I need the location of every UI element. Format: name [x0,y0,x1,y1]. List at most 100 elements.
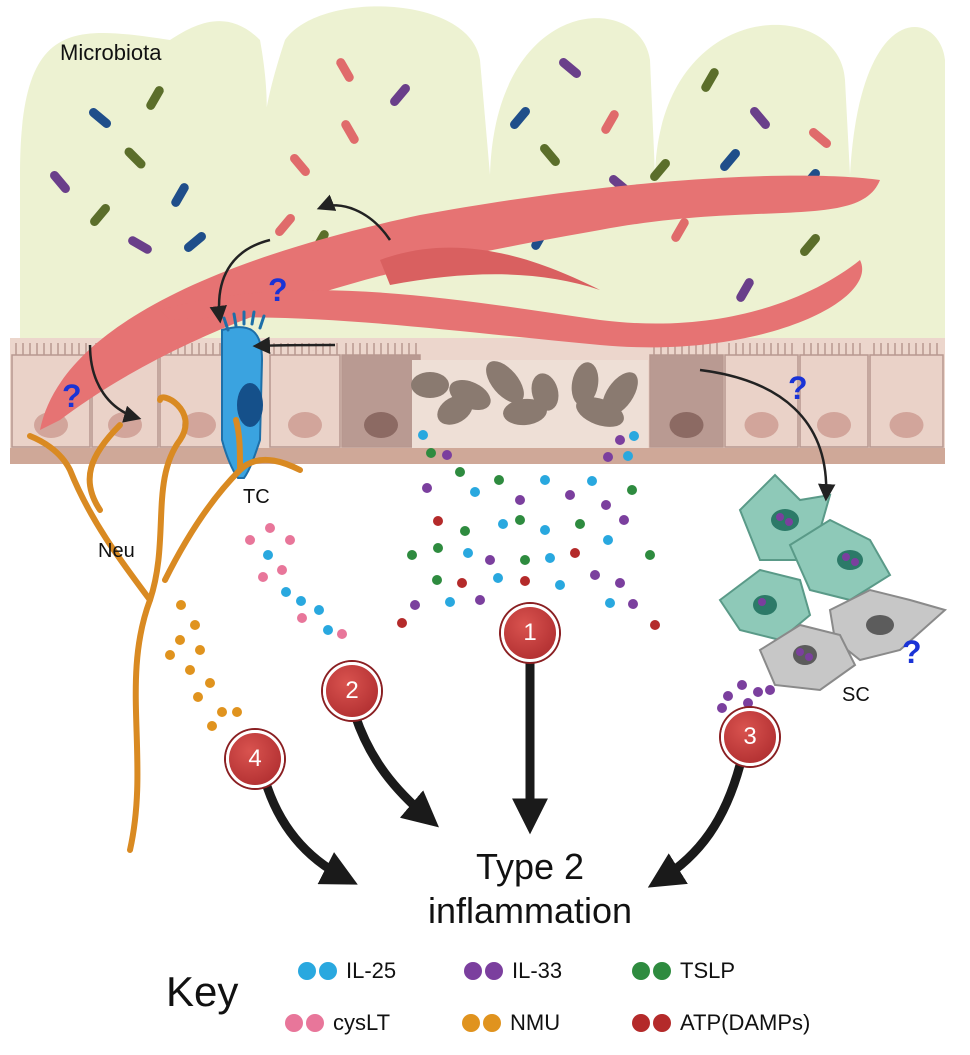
molecule-il33 [515,495,525,505]
molecule-il25 [418,430,428,440]
type2-inflammation-label: Type 2 inflammation [390,845,670,933]
cyslt-swatch [285,1014,327,1032]
molecule-nmu [207,721,217,731]
bacterium [128,236,152,254]
key-item-il33: IL-33 [464,958,562,984]
microbiota-label: Microbiota [60,40,162,65]
molecule-il33 [615,578,625,588]
key-title: Key [166,968,239,1015]
molecule-il25 [463,548,473,558]
key-item-nmu: NMU [462,1010,560,1036]
molecule-tslp [645,550,655,560]
molecule-tslp [407,550,417,560]
atp-swatch [632,1014,674,1032]
molecule-il25 [493,573,503,583]
molecule-tslp [575,519,585,529]
cell-debris [437,395,473,425]
molecule-il33 [565,490,575,500]
molecule-il25 [623,451,633,461]
stromal-cell-label: SC [842,684,870,706]
molecule-atp [520,576,530,586]
molecule-il33 [717,703,727,713]
molecule-il33 [723,691,733,701]
molecule-tslp [627,485,637,495]
key-label-il33: IL-33 [512,958,563,983]
molecule-nmu [175,635,185,645]
key-item-tslp: TSLP [632,958,735,984]
bacterium [558,58,582,78]
bacterium [720,148,740,172]
molecule-cyslt [285,535,295,545]
key-label-atp: ATP(DAMPs) [680,1010,811,1035]
question-mark-stromal-inactive: ? [902,634,922,670]
outcome-line-2: inflammation [427,890,633,931]
question-mark-neuron: ? [62,378,82,414]
molecule-il33 [442,450,452,460]
neuron-label: Neu [98,540,135,562]
molecule-cyslt [277,565,287,575]
molecule-il25 [603,535,613,545]
bacterium [183,232,207,252]
key-item-cyslt: cysLT [285,1010,390,1036]
bacterium [736,278,754,302]
molecule-il25 [314,605,324,615]
bacterium [540,143,560,167]
cell-debris [486,361,524,403]
bacterium [650,158,670,182]
molecule-il33 [410,600,420,610]
molecule-tslp [515,515,525,525]
molecule-cyslt [245,535,255,545]
molecule-nmu [232,707,242,717]
molecule-cyslt [337,629,347,639]
bacterium [800,233,820,257]
tuft-cell-label: TC [243,486,270,508]
cell-nucleus [669,412,704,438]
molecule-il25 [540,475,550,485]
key-label-tslp: TSLP [680,958,736,983]
nmu-swatch [462,1014,504,1032]
helminth-worm [40,175,880,430]
molecule-cyslt [258,572,268,582]
bacterium [701,68,719,92]
cell-debris [503,398,547,426]
molecule-il33 [743,698,753,708]
bacterium [50,170,70,194]
molecule-il25 [296,596,306,606]
key-item-atp: ATP(DAMPs) [632,1010,810,1036]
molecule-il25 [555,580,565,590]
molecule-tslp [520,555,530,565]
molecule-tslp [426,448,436,458]
molecule-cyslt [265,523,275,533]
molecule-il25 [587,476,597,486]
bacterium [275,213,295,237]
molecule-il25 [263,550,273,560]
tuft-cell [221,310,266,479]
question-mark-stromal: ? [788,370,808,406]
molecule-il33 [422,483,432,493]
molecule-nmu [195,645,205,655]
molecule-il25 [605,598,615,608]
bacterium [124,147,146,169]
cell-debris [571,362,599,406]
molecule-il33 [601,500,611,510]
molecule-il25 [445,597,455,607]
key-item-il25: IL-25 [298,958,396,984]
molecule-tslp [460,526,470,536]
bacterium [601,110,619,134]
bacterium [341,120,359,144]
bacterium [88,108,112,128]
basement-membrane [10,448,945,464]
cell-debris [576,397,624,427]
molecule-nmu [165,650,175,660]
molecule-il25 [498,519,508,529]
molecule-il25 [470,487,480,497]
molecule-il33 [628,599,638,609]
molecule-nmu [190,620,200,630]
molecule-il33 [737,680,747,690]
key-label-il25: IL-25 [346,958,397,983]
molecule-nmu [176,600,186,610]
molecule-il33 [603,452,613,462]
bacterium [90,203,110,227]
